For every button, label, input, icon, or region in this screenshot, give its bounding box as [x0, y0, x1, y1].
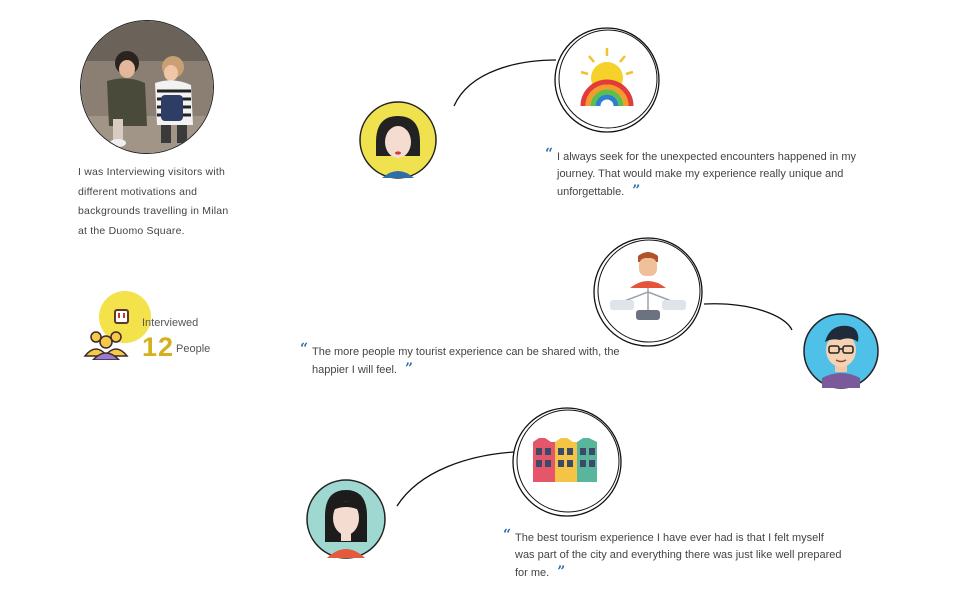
people-label: People — [176, 343, 211, 355]
quote-2: “The more people my tourist experience c… — [300, 341, 632, 379]
sun-rainbow-icon — [553, 26, 661, 134]
quote-3-text: The best tourism experience I have ever … — [515, 532, 842, 579]
colorful-houses-icon — [511, 406, 623, 518]
quote-1-text: I always seek for the unexpected encount… — [557, 151, 857, 198]
close-quote-icon: ” — [632, 183, 641, 199]
avatar-woman-short-hair — [358, 100, 438, 180]
quote-3: “The best tourism experience I have ever… — [503, 527, 845, 582]
network-person-icon — [592, 236, 704, 348]
open-quote-icon: “ — [300, 341, 309, 357]
quote-2-text: The more people my tourist experience ca… — [312, 346, 620, 376]
avatar-man-glasses — [802, 312, 880, 390]
close-quote-icon: ” — [557, 564, 566, 580]
interview-photo — [80, 20, 214, 154]
quote-1: “I always seek for the unexpected encoun… — [545, 146, 867, 201]
interviewed-count: 12 — [142, 332, 175, 362]
intro-text: I was Interviewing visitors with differe… — [78, 166, 229, 237]
open-quote-icon: “ — [503, 527, 512, 543]
close-quote-icon: ” — [405, 361, 414, 377]
avatar-woman-long-hair — [305, 478, 387, 560]
interviewed-label: Interviewed — [142, 317, 199, 329]
people-group-icon — [80, 290, 152, 361]
open-quote-icon: “ — [545, 146, 554, 162]
